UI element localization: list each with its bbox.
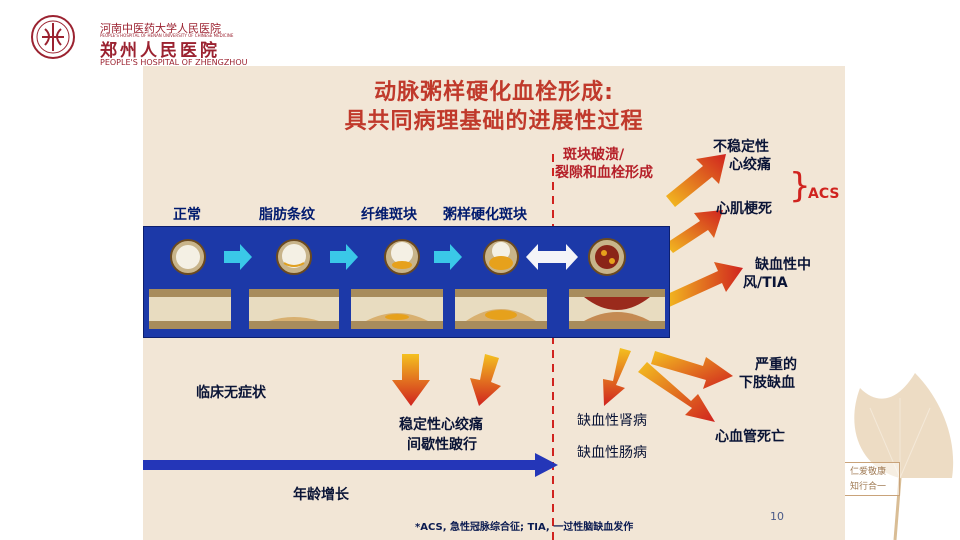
clinical-claudication: 间歇性跛行 <box>407 437 477 453</box>
transition-arrow-2 <box>330 244 358 270</box>
stage-fatty-streak: 脂肪条纹 <box>259 207 315 223</box>
arrow-to-unstable-angina <box>666 154 726 207</box>
arrow-to-renal <box>603 348 631 406</box>
slide-content: 动脉粥样硬化血栓形成: 具共同病理基础的进展性过程 正常 脂肪条纹 纤 <box>143 66 845 540</box>
motto-line-1: 仁爱敬康 <box>849 467 886 477</box>
clinical-asymptomatic: 临床无症状 <box>196 385 266 401</box>
logo-chinese-name: 郑州人民医院 <box>100 41 220 61</box>
ginkgo-leaf-decoration <box>854 373 954 540</box>
cross-section-atherosclerotic-plaque <box>483 239 519 275</box>
motto-line-2: 知行合一 <box>849 482 886 492</box>
clinical-intestinal: 缺血性肠病 <box>577 445 647 461</box>
logo-chinese-subtitle: 河南中医药大学人民医院 <box>100 22 221 35</box>
vessel-illustrations <box>149 238 665 329</box>
arrow-to-mi <box>665 210 723 253</box>
outcome-stroke-line-1: 缺血性中 <box>755 257 811 273</box>
outcome-mi: 心肌梗死 <box>716 201 772 217</box>
longitudinal-vessel-fibrous-plaque <box>351 289 443 329</box>
transition-arrow-1 <box>224 244 252 270</box>
stage-atherosclerotic-plaque: 粥样硬化斑块 <box>443 207 527 223</box>
cross-section-normal <box>170 239 206 275</box>
outcome-unstable-line-2: 心绞痛 <box>729 157 771 173</box>
outcome-arrows <box>143 154 743 540</box>
slide-title-line-2: 具共同病理基础的进展性过程 <box>344 109 644 134</box>
logo-english-name: PEOPLE'S HOSPITAL OF ZHENGZHOU <box>100 58 248 67</box>
longitudinal-vessel-atherosclerotic-plaque <box>455 289 547 329</box>
page-number: 10 <box>770 510 784 523</box>
stage-fibrous-plaque: 纤维斑块 <box>361 207 417 223</box>
arrow-to-cardiac-death <box>638 362 715 422</box>
motto-stamp: 仁爱敬康 知行合一 <box>836 462 900 496</box>
transition-arrow-3 <box>434 244 462 270</box>
age-label: 年龄增长 <box>293 487 349 503</box>
logo-english-subtitle: PEOPLE'S HOSPITAL OF HENAN UNIVERSITY OF… <box>100 33 234 38</box>
clinical-stable-angina: 稳定性心绞痛 <box>399 417 483 433</box>
cross-section-fatty-streak <box>276 239 312 275</box>
arrow-to-limb <box>651 351 733 389</box>
outcome-unstable-line-1: 不稳定性 <box>713 139 769 155</box>
outcome-limb-line-1: 严重的 <box>755 357 797 373</box>
longitudinal-vessel-fatty-streak <box>249 289 339 329</box>
outcome-stroke-line-2: 风/TIA <box>743 275 788 291</box>
cross-section-fibrous-plaque <box>384 239 420 275</box>
rupture-label-line-2: 裂隙和血栓形成 <box>555 165 653 181</box>
slide-title-line-1: 动脉粥样硬化血栓形成: <box>374 80 614 105</box>
cross-section-ruptured-plaque <box>588 238 626 276</box>
hospital-logo: 河南中医药大学人民医院 PEOPLE'S HOSPITAL OF HENAN U… <box>30 12 247 68</box>
atherosclerosis-progression-panel <box>143 226 670 338</box>
arrow-to-stroke <box>663 262 743 308</box>
hospital-emblem-icon <box>31 15 75 59</box>
transition-arrow-4-double <box>526 244 578 270</box>
age-progress-arrow <box>143 453 558 477</box>
arrow-to-stable-angina-2 <box>470 354 501 406</box>
footnote: *ACS, 急性冠脉综合征; TIA, 一过性脑缺血发作 <box>415 522 634 533</box>
clinical-renal: 缺血性肾病 <box>577 413 647 429</box>
outcome-limb-line-2: 下肢缺血 <box>739 375 795 391</box>
acs-bracket: } <box>789 166 811 206</box>
longitudinal-vessel-normal <box>149 289 231 329</box>
longitudinal-vessel-ruptured <box>569 289 665 329</box>
rupture-label-line-1: 斑块破溃/ <box>563 147 625 163</box>
arrow-to-stable-angina-1 <box>392 354 430 406</box>
outcome-cardiac-death: 心血管死亡 <box>715 429 785 445</box>
stage-normal: 正常 <box>173 207 201 223</box>
acs-label: ACS <box>808 186 840 202</box>
